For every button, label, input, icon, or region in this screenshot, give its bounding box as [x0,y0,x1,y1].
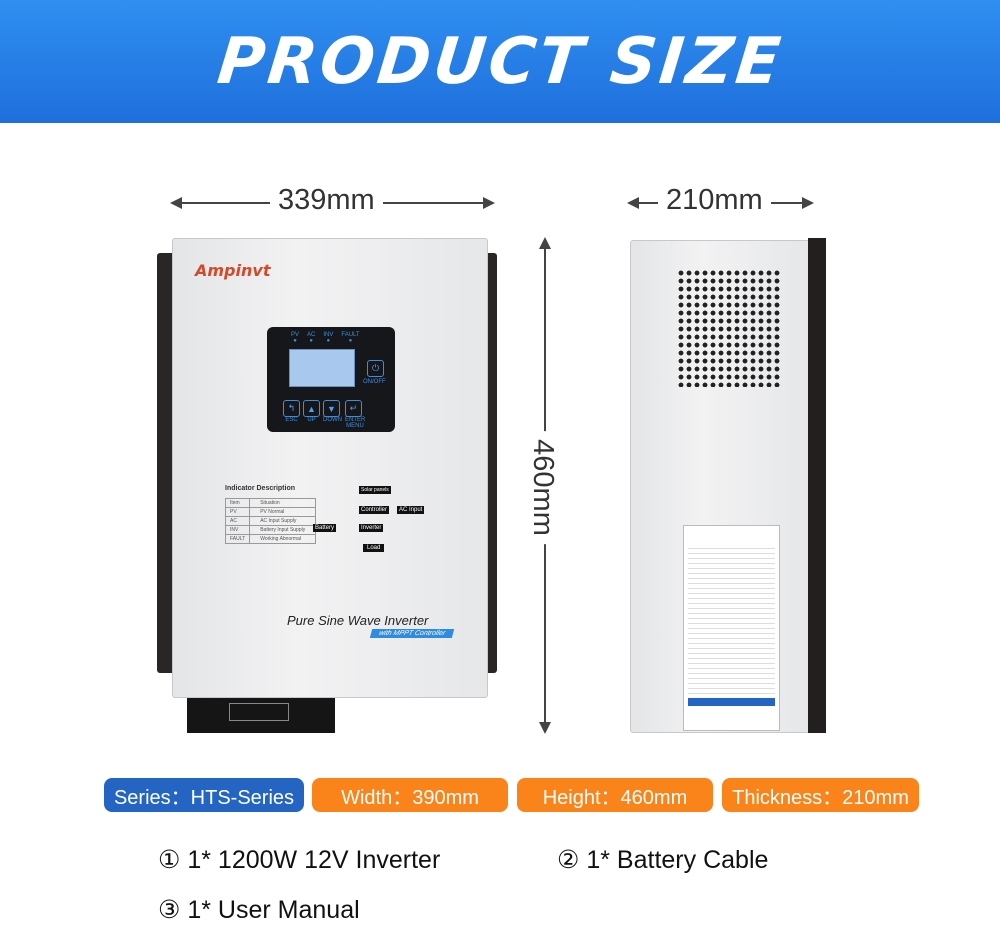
triangle-down-icon: ▼ [323,400,340,417]
arrow-left-icon [170,197,182,209]
esc-button[interactable]: ↰ESC [283,400,300,429]
inverter-front: Ampinvt PV● AC● INV● FAULT● ⏻ ON/OFF ↰ES… [172,238,488,698]
brand-logo: Ampinvt [195,261,271,280]
up-button[interactable]: ▲UP [303,400,320,429]
flow-controller: Controller [359,506,390,514]
led-pv: PV● [291,332,300,344]
arrow-up-icon [539,237,551,249]
triangle-up-icon: ▲ [303,400,320,417]
flow-load: Load [363,544,385,552]
height-badge: Height：460mm [517,778,713,812]
width-badge: Width：390mm [312,778,508,812]
package-item: ③ 1* User Manual [158,896,360,924]
arrow-right-icon [802,197,814,209]
down-button[interactable]: ▼DOWN [323,400,342,429]
power-label: ON/OFF [363,379,386,385]
warning-label [229,703,289,721]
led-inv: INV● [323,332,334,344]
power-icon: ⏻ [367,360,384,377]
flow-solar: Solar panels [359,486,391,494]
control-panel: PV● AC● INV● FAULT● ⏻ ON/OFF ↰ESC ▲UP ▼D… [267,327,395,432]
led-fault: FAULT● [341,332,360,344]
package-item: ② 1* Battery Cable [557,846,769,874]
flow-inverter: Inverter [359,524,384,532]
product-name: Pure Sine Wave Inverter [287,613,429,628]
arrow-left-icon [627,197,639,209]
height-label: 460mm [521,431,563,544]
spec-sticker [683,525,780,731]
inverter-side [630,240,810,733]
lcd-screen [289,349,355,387]
back-icon: ↰ [283,400,300,417]
flow-battery: Battery [313,524,337,532]
power-button[interactable]: ⏻ [367,360,384,377]
header-banner: PRODUCT SIZE [0,0,1000,123]
bottom-terminal-cover [187,695,335,733]
side-width-label: 210mm [658,184,771,217]
arrow-down-icon [539,722,551,734]
indicator-title: Indicator Description [225,485,296,492]
product-subtitle: with MPPT Controller [369,629,455,638]
enter-button[interactable]: ↵ENTER MENU [345,400,365,429]
package-item: ① 1* 1200W 12V Inverter [158,846,441,874]
page-title: PRODUCT SIZE [213,24,787,99]
arrow-right-icon [483,197,495,209]
led-ac: AC● [307,332,316,344]
ventilation-grille [677,269,781,387]
flow-ac-input: AC Input [397,506,425,514]
side-bracket [808,238,826,733]
enter-icon: ↵ [345,400,362,417]
thickness-badge: Thickness：210mm [722,778,919,812]
front-width-label: 339mm [270,184,383,217]
series-badge: Series：HTS-Series [104,778,304,812]
